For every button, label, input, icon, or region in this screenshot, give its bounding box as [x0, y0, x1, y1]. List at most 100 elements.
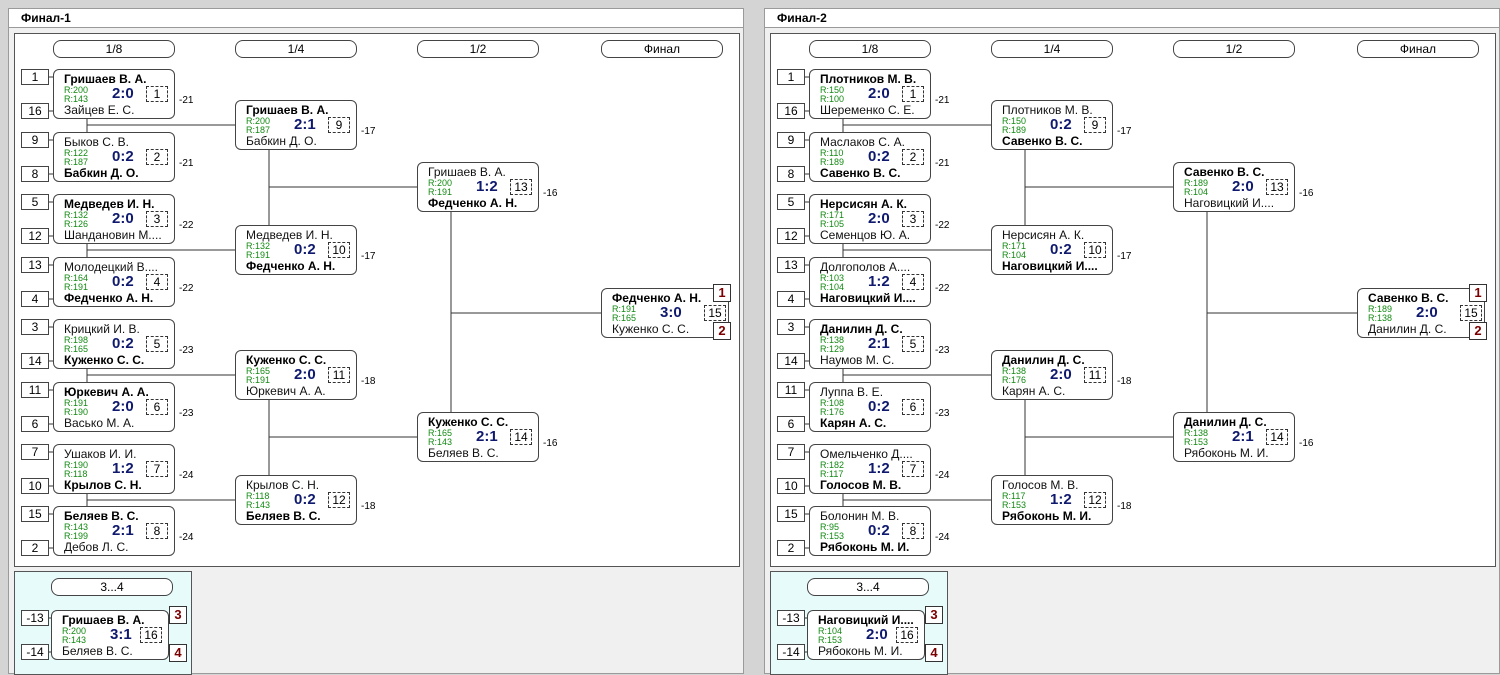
place-badge: 3	[925, 606, 943, 624]
player-bottom-rating: R:104	[820, 282, 845, 292]
match-number: 10	[328, 242, 350, 258]
seed-number: 8	[777, 166, 805, 182]
seed-number: 11	[21, 382, 49, 398]
player-bottom-rating: R:189	[1002, 125, 1027, 135]
seed-number: 10	[777, 478, 805, 494]
match-score: 0:2	[294, 241, 316, 258]
stage-header-3[interactable]: 1/2	[1173, 40, 1295, 58]
seed-number: 4	[21, 291, 49, 307]
stage-header-1[interactable]: 1/8	[809, 40, 931, 58]
player-bottom-rating: R:189	[820, 157, 845, 167]
seed-number: 1	[777, 69, 805, 85]
player-bottom-rating: R:143	[64, 94, 89, 104]
place-badge: 2	[713, 322, 731, 340]
match-score: 0:2	[868, 148, 890, 165]
stage-header-4[interactable]: Финал	[1357, 40, 1479, 58]
seed-number: 12	[777, 228, 805, 244]
match-number: 2	[902, 149, 924, 165]
player-top-rating: R:118	[246, 491, 270, 501]
player-bottom-name: Беляев В. С.	[246, 510, 321, 523]
seed-number: 5	[777, 194, 805, 210]
match-score: 1:2	[868, 460, 890, 477]
loser-destination: -24	[935, 532, 950, 543]
match-number: 9	[1084, 117, 1106, 133]
player-top-name: Савенко В. С.	[1184, 166, 1265, 179]
loser-destination: -18	[361, 501, 376, 512]
player-bottom-rating: R:199	[64, 531, 89, 541]
player-bottom-name: Рябоконь М. И.	[820, 541, 910, 554]
stage-header-1[interactable]: 1/8	[53, 40, 175, 58]
player-top-name: Нерсисян А. К.	[820, 198, 907, 211]
match-score: 2:0	[112, 85, 134, 102]
match-number: 6	[146, 399, 168, 415]
stage-header-third[interactable]: 3...4	[807, 578, 929, 596]
player-top-rating: R:104	[818, 626, 843, 636]
stage-header-2[interactable]: 1/4	[235, 40, 357, 58]
match-score: 0:2	[112, 335, 134, 352]
player-bottom-name: Наговицкий И....	[1184, 197, 1275, 210]
match-number: 2	[146, 149, 168, 165]
match-number: 4	[902, 274, 924, 290]
stage-header-third[interactable]: 3...4	[51, 578, 173, 596]
match-number: 11	[1084, 367, 1106, 383]
stage-header-2[interactable]: 1/4	[991, 40, 1113, 58]
seed-number: 8	[21, 166, 49, 182]
seed-number: 14	[777, 353, 805, 369]
player-top-rating: R:191	[612, 304, 637, 314]
player-bottom-rating: R:138	[1368, 313, 1393, 323]
match-number: 15	[1460, 305, 1482, 321]
match-number: 5	[146, 336, 168, 352]
player-top-rating: R:200	[62, 626, 87, 636]
stage-header-3[interactable]: 1/2	[417, 40, 539, 58]
player-top-rating: R:138	[1184, 428, 1209, 438]
player-bottom-rating: R:143	[62, 635, 87, 645]
match-number: 8	[146, 523, 168, 539]
player-top-name: Быков С. В.	[64, 136, 129, 149]
match-number: 8	[902, 523, 924, 539]
player-top-rating: R:143	[64, 522, 89, 532]
loser-destination: -23	[179, 345, 194, 356]
seed-number: 7	[777, 444, 805, 460]
player-top-rating: R:164	[64, 273, 89, 283]
loser-destination: -21	[935, 158, 950, 169]
player-top-rating: R:138	[1002, 366, 1027, 376]
stage-header-4[interactable]: Финал	[601, 40, 723, 58]
player-bottom-rating: R:104	[1184, 187, 1209, 197]
player-top-name: Ушаков И. И.	[64, 448, 137, 461]
player-top-name: Медведев И. Н.	[64, 198, 155, 211]
player-top-name: Савенко В. С.	[1368, 292, 1449, 305]
